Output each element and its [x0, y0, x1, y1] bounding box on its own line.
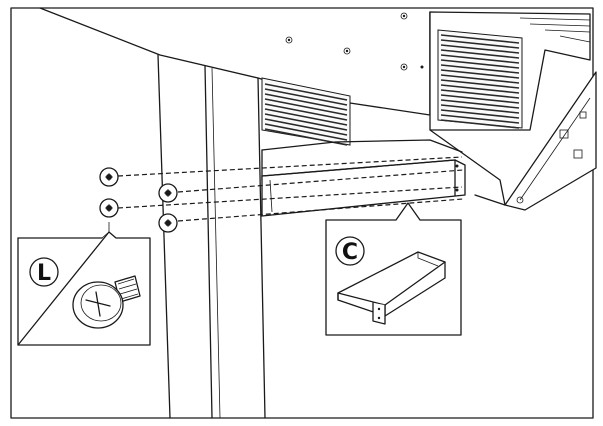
vent-slat [440, 44, 520, 54]
vent-slat [264, 123, 348, 141]
vent-slat [440, 99, 520, 109]
vent-slat [440, 74, 520, 84]
vent-slat [440, 104, 520, 114]
body-screw-icon [343, 47, 351, 55]
phillips-screw-icon [72, 275, 141, 329]
part-label-l: L [37, 261, 51, 286]
vent-slat [264, 113, 348, 131]
screw-marker-icon [99, 198, 119, 218]
vent-slat [264, 93, 348, 111]
vent-slat [264, 88, 348, 106]
vent-slat [440, 89, 520, 99]
vent-slat [440, 34, 520, 44]
side-panel [429, 71, 597, 211]
vent-slat [440, 69, 520, 79]
vent-slat [440, 119, 520, 129]
callout-bracket: C [325, 202, 462, 336]
vent-slat [440, 114, 520, 124]
vent-slat [440, 79, 520, 89]
vent-unit-right [429, 11, 591, 131]
cabinet-leg [157, 54, 266, 419]
vent-slat [440, 84, 520, 94]
screw-marker-icon [158, 213, 178, 233]
vent-slat [440, 54, 520, 64]
vent-slat [264, 83, 348, 101]
part-label-badge [29, 257, 59, 287]
vent-slat [440, 59, 520, 69]
part-label-badge [335, 236, 365, 266]
callout-screw: L [17, 222, 151, 346]
vent-grille-left [261, 77, 351, 146]
support-rail [261, 139, 463, 181]
body-screw-icon [285, 36, 293, 44]
vent-slat [440, 94, 520, 104]
installed-bracket [261, 159, 466, 217]
mounting-bracket-icon [337, 251, 446, 325]
vent-slat [264, 108, 348, 126]
part-label-c: C [342, 240, 358, 265]
vent-slat [440, 109, 520, 119]
body-screw-icon [400, 12, 408, 20]
vent-slat [264, 98, 348, 116]
diagram-frame [10, 7, 594, 419]
vent-slat [264, 118, 348, 136]
vent-slat [264, 103, 348, 121]
vent-slat [440, 39, 520, 49]
alignment-guides [117, 156, 464, 222]
screw-positions [99, 167, 178, 233]
vent-slat [440, 64, 520, 74]
body-screw-icon [400, 63, 408, 71]
screw-marker-icon [158, 183, 178, 203]
appliance-body [39, 7, 431, 116]
vent-slat [440, 49, 520, 59]
screw-marker-icon [99, 167, 119, 187]
